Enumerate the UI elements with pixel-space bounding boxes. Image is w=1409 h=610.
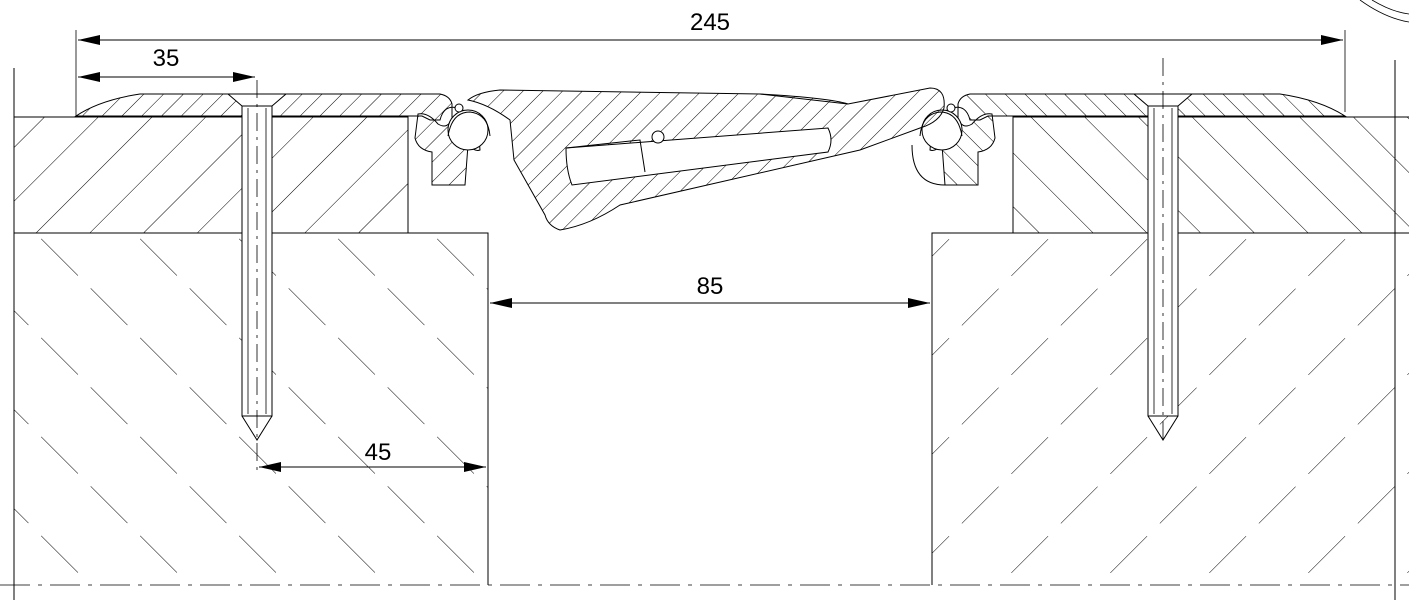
- dimension-label-overall: 245: [690, 9, 730, 36]
- detail-arc: [1359, 0, 1409, 23]
- screed-layer-left: [14, 116, 409, 233]
- screed-layer-right: [1012, 116, 1409, 233]
- dimension-gap: 85: [490, 273, 930, 308]
- screw-left: [226, 80, 288, 470]
- dimension-edge-distance: 45: [259, 439, 486, 472]
- dimension-label-gap: 85: [697, 273, 724, 300]
- dimension-overall: 245: [75, 9, 1346, 116]
- screw-right: [1132, 58, 1194, 441]
- dimension-label-edge-distance: 45: [365, 439, 392, 466]
- centre-insert: [466, 87, 945, 231]
- dimension-label-anchor-offset: 35: [153, 45, 180, 72]
- dimension-anchor-offset: 35: [78, 45, 255, 82]
